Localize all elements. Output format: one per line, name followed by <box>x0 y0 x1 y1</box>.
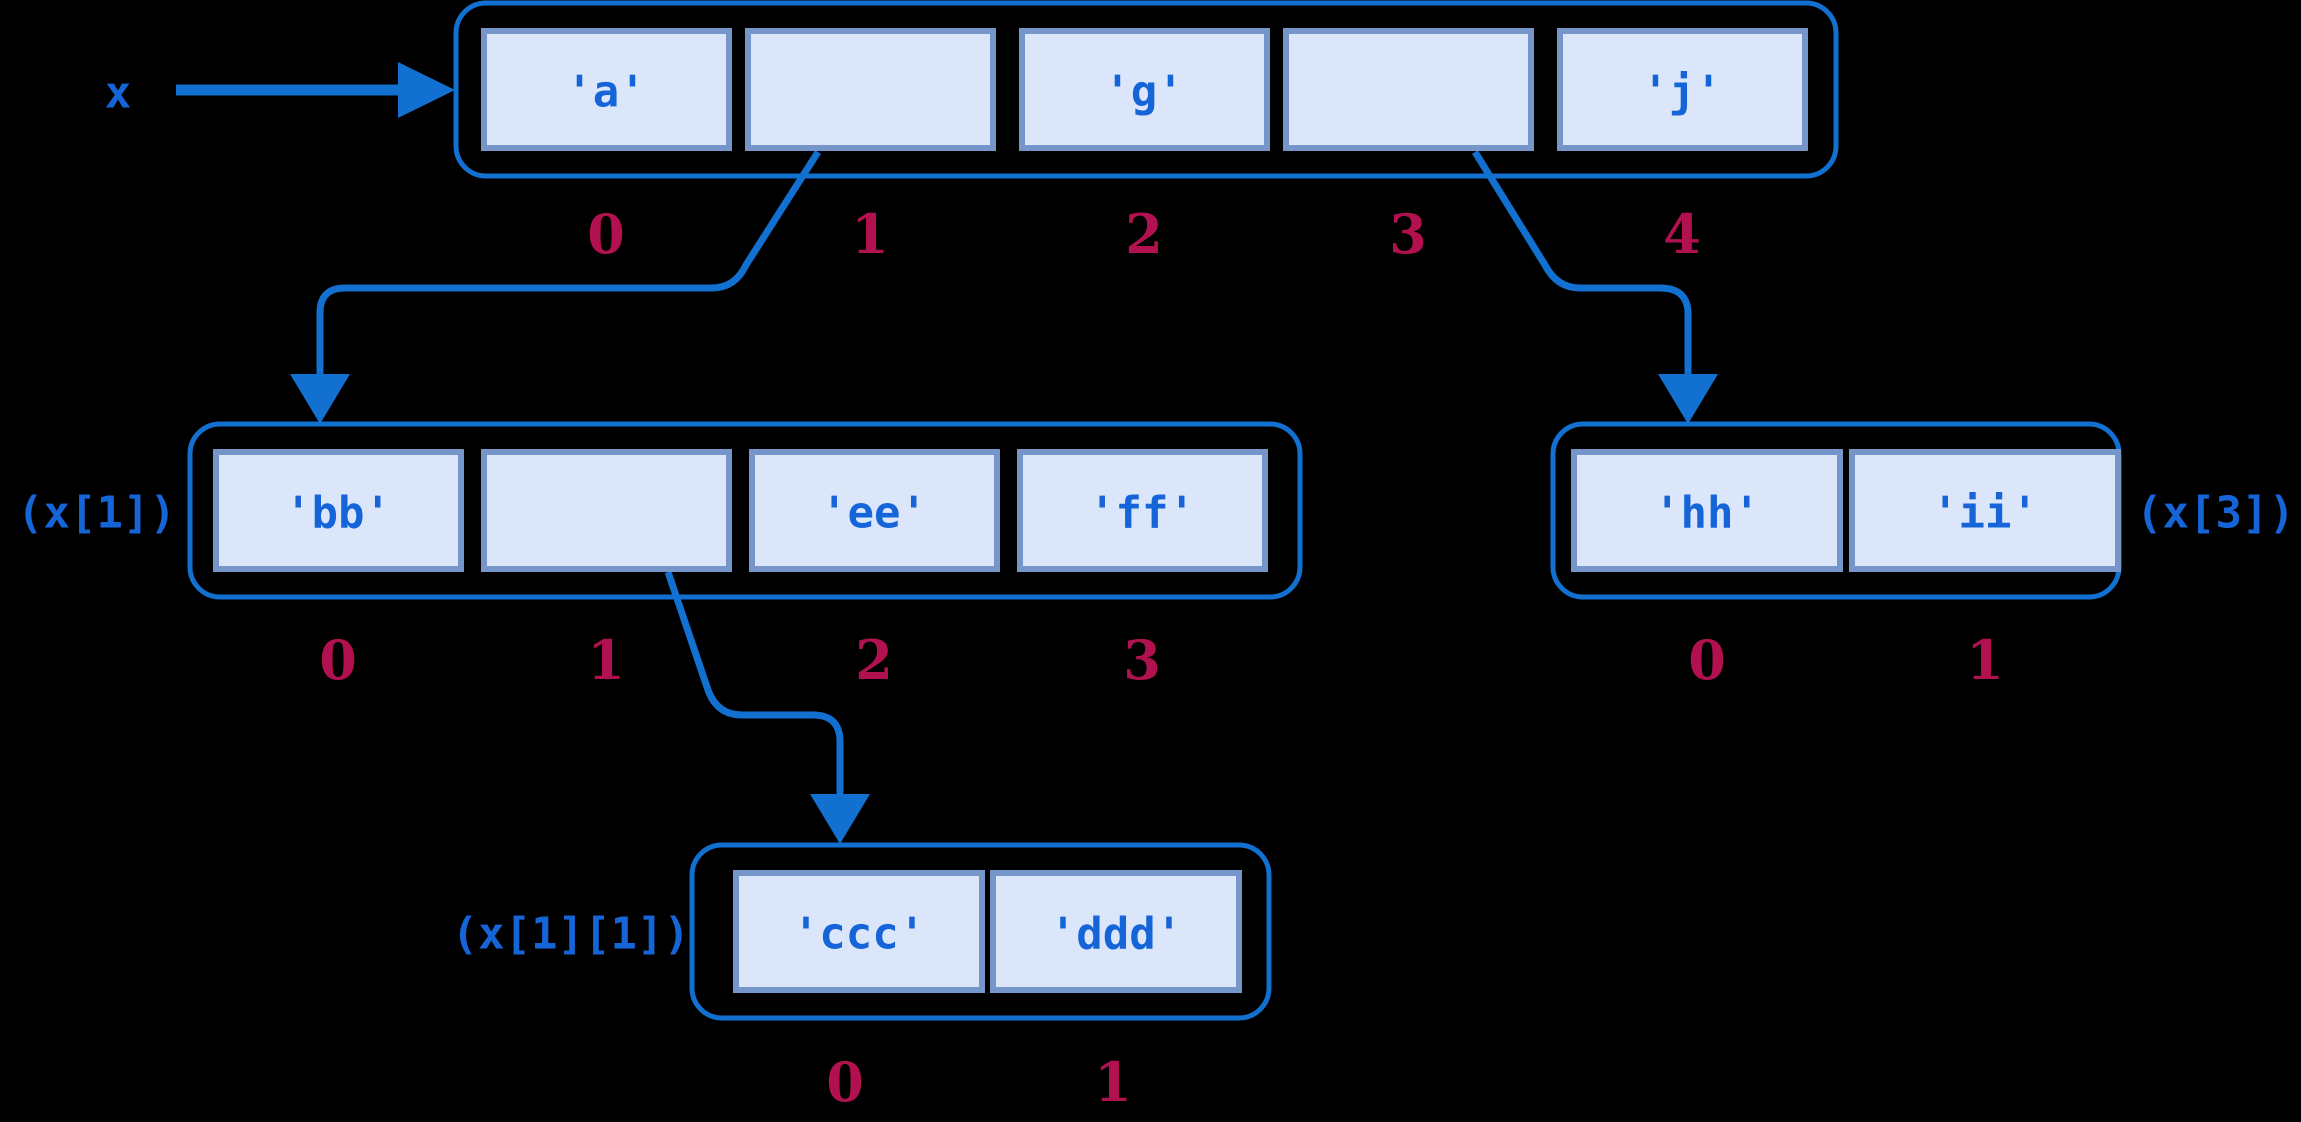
array-cell[interactable]: 'g' <box>1019 28 1270 151</box>
cell-index: 1 <box>1094 1050 1132 1114</box>
cell-value: 'j' <box>1642 67 1721 118</box>
array-x3: 'hh' 'ii' (x[3]) 0 1 <box>1550 421 2295 692</box>
cell-index: 4 <box>1663 202 1701 266</box>
cell-index: 0 <box>826 1050 864 1114</box>
root-variable-label: x <box>105 68 132 119</box>
connector-x1-1 <box>664 570 870 844</box>
cell-index: 1 <box>587 628 625 692</box>
connector-x1 <box>290 150 821 424</box>
cell-value: 'bb' <box>285 488 391 539</box>
array-cell[interactable]: 'ee' <box>749 449 1000 572</box>
array-cell[interactable]: 'bb' <box>213 449 464 572</box>
cell-index: 1 <box>1966 628 2004 692</box>
cell-index: 3 <box>1389 202 1427 266</box>
cell-value: 'ee' <box>821 488 927 539</box>
cell-value: 'g' <box>1104 67 1183 118</box>
cell-index: 1 <box>851 202 889 266</box>
array-label-x1: (x[1]) <box>17 488 176 539</box>
cell-index: 3 <box>1123 628 1161 692</box>
cell-index: 0 <box>1688 628 1726 692</box>
connector-x3 <box>1472 150 1718 424</box>
cell-value: 'ii' <box>1932 488 2038 539</box>
array-cell[interactable] <box>1283 28 1534 151</box>
cell-index: 2 <box>855 628 893 692</box>
array-label-x1-1: (x[1][1]) <box>452 909 690 960</box>
array-label-x3: (x[3]) <box>2136 488 2295 539</box>
array-x: 'a' 'g' 'j' 0 1 2 3 4 <box>453 0 1839 266</box>
array-cell[interactable]: 'ff' <box>1017 449 1268 572</box>
array-x1-1: 'ccc' 'ddd' (x[1][1]) 0 1 <box>452 842 1272 1114</box>
root-pointer-group: x <box>105 62 455 119</box>
cell-value: 'ff' <box>1089 488 1195 539</box>
cell-index: 0 <box>587 202 625 266</box>
right-arrow-icon <box>176 62 455 118</box>
cell-value: 'ccc' <box>793 909 925 960</box>
array-cell[interactable]: 'ii' <box>1849 449 2121 572</box>
cell-index: 0 <box>319 628 357 692</box>
array-cell[interactable]: 'ccc' <box>733 870 985 993</box>
cell-value: 'a' <box>566 67 645 118</box>
array-cell[interactable]: 'hh' <box>1571 449 1843 572</box>
cell-index: 2 <box>1125 202 1163 266</box>
array-x1: 'bb' 'ee' 'ff' (x[1]) 0 1 2 3 <box>17 421 1303 692</box>
array-cell[interactable]: 'a' <box>481 28 732 151</box>
array-cell[interactable]: 'ddd' <box>990 870 1242 993</box>
array-cell[interactable] <box>481 449 732 572</box>
array-cell[interactable]: 'j' <box>1557 28 1808 151</box>
cell-value: 'hh' <box>1654 488 1760 539</box>
cell-value: 'ddd' <box>1050 909 1182 960</box>
array-cell[interactable] <box>745 28 996 151</box>
